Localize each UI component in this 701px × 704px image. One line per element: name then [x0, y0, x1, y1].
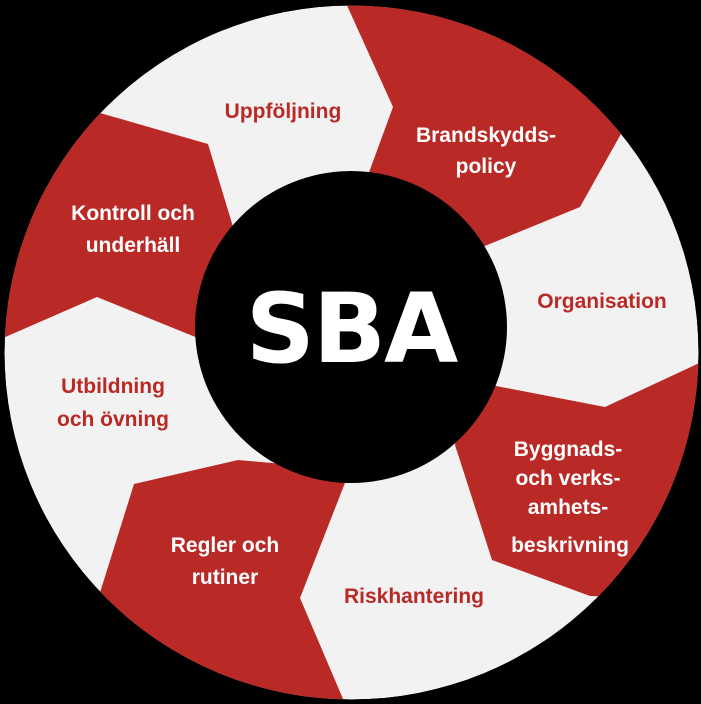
svg-text:Kontroll och: Kontroll och — [71, 202, 195, 225]
center-circle — [195, 171, 507, 483]
label-organisation: Organisation — [537, 290, 667, 313]
svg-text:amhets-: amhets- — [528, 496, 609, 519]
label-kontroll-och-underhall: Kontroll och underhäll — [71, 202, 195, 257]
center-title: SBA — [246, 273, 458, 385]
svg-text:Utbildning: Utbildning — [61, 375, 165, 398]
svg-text:rutiner: rutiner — [192, 566, 259, 589]
svg-text:beskrivning: beskrivning — [511, 534, 629, 557]
label-utbildning-och-ovning: Utbildning och övning — [57, 375, 169, 431]
svg-text:policy: policy — [456, 155, 517, 178]
label-byggnadsbeskrivning: Byggnads- och verks- amhets- beskrivning — [511, 438, 629, 557]
svg-text:Regler och: Regler och — [171, 534, 280, 557]
svg-text:Byggnads-: Byggnads- — [514, 438, 623, 461]
label-brandskyddspolicy: Brandskydds- policy — [416, 124, 556, 178]
svg-text:underhäll: underhäll — [86, 234, 181, 257]
label-riskhantering: Riskhantering — [344, 585, 484, 608]
svg-text:och övning: och övning — [57, 408, 169, 431]
label-uppfoljning: Uppföljning — [225, 100, 342, 123]
svg-text:och verks-: och verks- — [515, 467, 620, 490]
label-regler-och-rutiner: Regler och rutiner — [171, 534, 280, 589]
svg-text:Uppföljning: Uppföljning — [225, 100, 342, 123]
svg-text:Brandskydds-: Brandskydds- — [416, 124, 556, 147]
svg-text:Riskhantering: Riskhantering — [344, 585, 484, 608]
svg-text:Organisation: Organisation — [537, 290, 667, 313]
